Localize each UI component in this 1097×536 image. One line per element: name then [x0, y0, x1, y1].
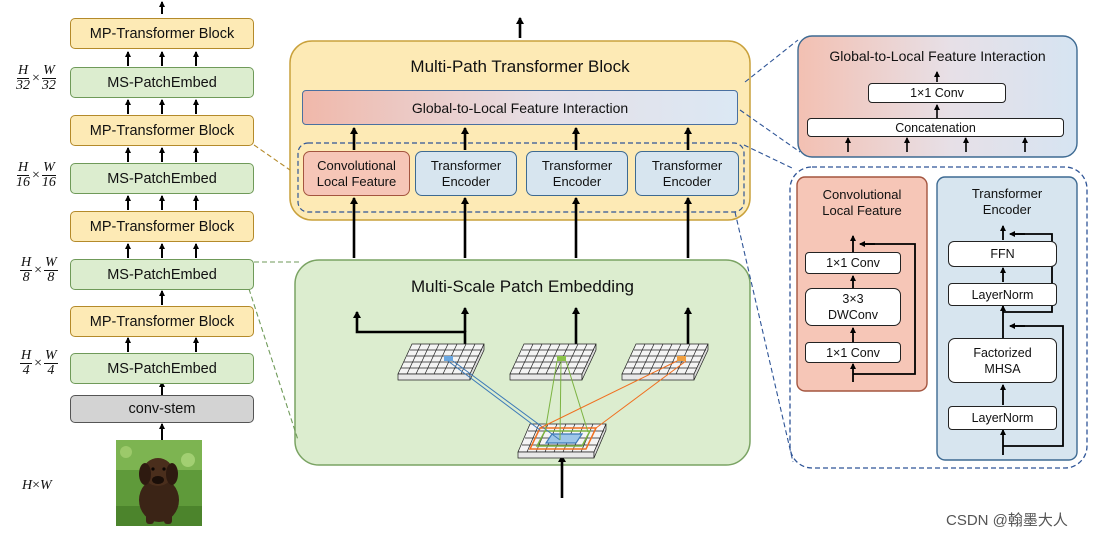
- puppy-photo-illustration: [116, 440, 202, 526]
- patch-grids: [397, 343, 709, 459]
- mp-block-title: Multi-Path Transformer Block: [410, 57, 630, 76]
- mp-block-arrows: [350, 17, 692, 258]
- ms-patchembed-3: MS-PatchEmbed: [70, 163, 254, 194]
- input-image-puppy: [116, 440, 202, 526]
- ms-patchembed-1: MS-PatchEmbed: [70, 353, 254, 384]
- detail-conv-1x1-bottom: 1×1 Conv: [805, 342, 901, 363]
- mp-global-to-local-interaction: Global-to-Local Feature Interaction: [302, 90, 738, 125]
- detail-encoder-arrows: [1000, 225, 1064, 455]
- mp-path-transformer-encoder-3: Transformer Encoder: [635, 151, 739, 196]
- conv-stem-block: conv-stem: [70, 395, 254, 423]
- detail-conv-title: Convolutional Local Feature: [822, 187, 902, 218]
- ms-patchembed-4: MS-PatchEmbed: [70, 67, 254, 98]
- detail-1x1-conv: 1×1 Conv: [868, 83, 1006, 103]
- detail-encoder-ffn: FFN: [948, 241, 1057, 267]
- watermark: CSDN @翰墨大人: [946, 512, 1068, 529]
- detail-encoder-title: Transformer Encoder: [971, 186, 1043, 217]
- ms-patchembed-2: MS-PatchEmbed: [70, 259, 254, 290]
- mp-paths-dashed-group: [297, 142, 745, 213]
- detail-conv-3x3-dwconv: 3×3 DWConv: [805, 288, 901, 326]
- left-column-arrows: [125, 1, 199, 440]
- mp-transformer-block-2: MP-Transformer Block: [70, 211, 254, 242]
- detail-encoder-factorized-mhsa: Factorized MHSA: [948, 338, 1057, 383]
- mp-transformer-block-1: MP-Transformer Block: [70, 306, 254, 337]
- ms-block-arrows: [353, 307, 692, 498]
- detail-encoder-layernorm-bottom: LayerNorm: [948, 406, 1057, 430]
- detail-conv-arrows: [850, 235, 916, 382]
- callout-lines: [248, 39, 801, 463]
- detail-conv-container: [796, 176, 928, 392]
- detail-paths-dashed-group: [789, 166, 1088, 469]
- mp-path-conv-local-feature: Convolutional Local Feature: [303, 151, 410, 196]
- ms-block-title: Multi-Scale Patch Embedding: [410, 277, 634, 296]
- mp-path-transformer-encoder-2: Transformer Encoder: [526, 151, 628, 196]
- detail-concatenation: Concatenation: [807, 118, 1064, 137]
- detail-interaction-arrows: [845, 71, 1028, 152]
- patch-sampling-lines: [447, 360, 687, 441]
- detail-encoder-layernorm-top: LayerNorm: [948, 283, 1057, 306]
- detail-conv-1x1-top: 1×1 Conv: [805, 252, 901, 274]
- mp-transformer-block-4: MP-Transformer Block: [70, 18, 254, 49]
- mp-transformer-block-3: MP-Transformer Block: [70, 115, 254, 146]
- detail-interaction-title: Global-to-Local Feature Interaction: [829, 48, 1046, 64]
- mp-path-transformer-encoder-1: Transformer Encoder: [415, 151, 517, 196]
- input-size-label: H×W: [22, 478, 52, 493]
